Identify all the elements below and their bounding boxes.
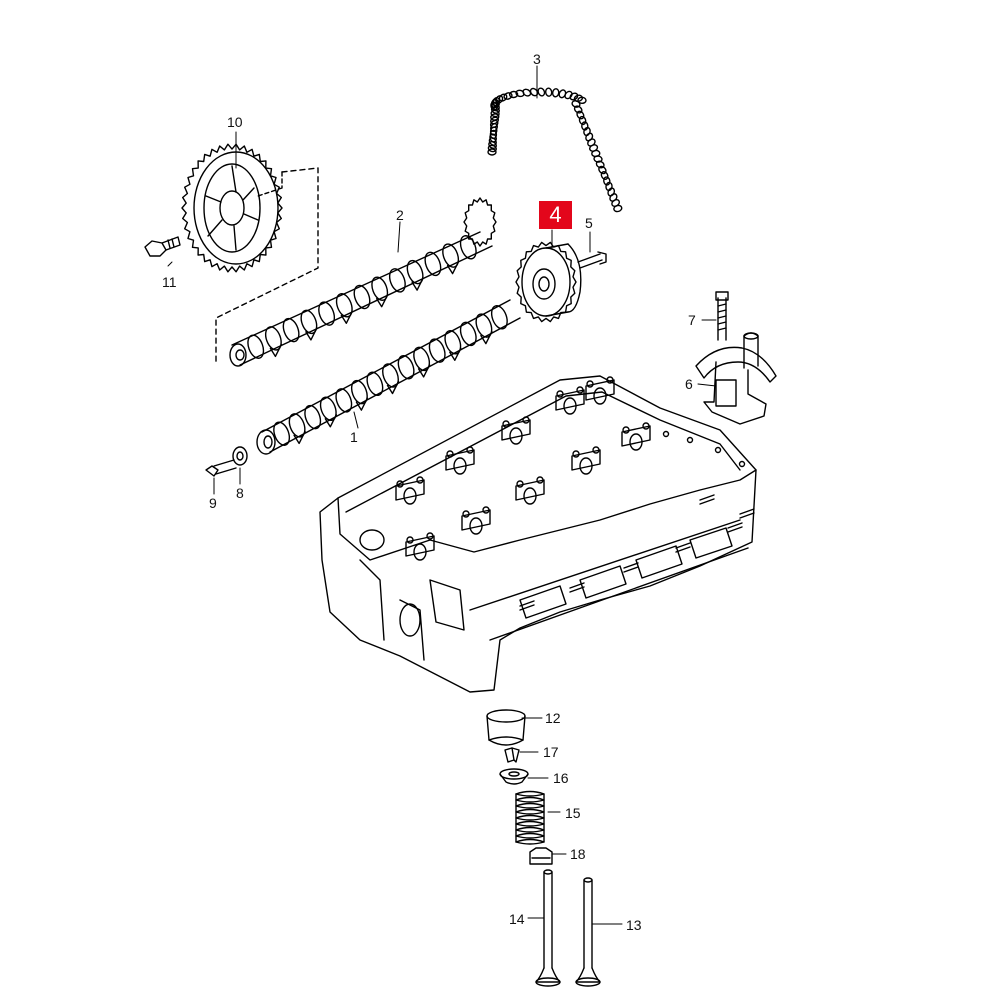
valve-13 — [575, 877, 601, 987]
camshaft-2 — [229, 231, 493, 367]
part-number-3: 3 — [533, 51, 541, 67]
chain-tensioner-6 — [695, 332, 777, 425]
bolt-9 — [205, 459, 237, 477]
part-number-2: 2 — [396, 207, 404, 223]
part-number-1: 1 — [350, 429, 358, 445]
part-number-8: 8 — [236, 485, 244, 501]
part-number-10: 10 — [227, 114, 243, 130]
part-number-13: 13 — [626, 917, 642, 933]
timing-chain — [487, 87, 623, 213]
part-number-14: 14 — [509, 911, 525, 927]
camshaft-sprocket-10 — [181, 143, 283, 273]
cylinder-head-bearing-caps — [395, 376, 755, 611]
bolt-7 — [715, 291, 729, 341]
valve-spring-retainer-16 — [499, 768, 529, 785]
valve-14 — [535, 869, 561, 987]
leader-lines — [167, 65, 717, 925]
valve-stem-seal-18 — [529, 847, 553, 865]
part-number-18: 18 — [570, 846, 586, 862]
camshaft-2-small-sprocket — [463, 197, 497, 247]
part-number-6: 6 — [685, 376, 693, 392]
cylinder-head — [319, 375, 757, 693]
bucket-tappet-12 — [486, 709, 526, 746]
camshaft-1 — [256, 299, 521, 455]
part-number-4-highlighted: 4 — [539, 201, 572, 229]
part-number-12: 12 — [545, 710, 561, 726]
part-number-5: 5 — [585, 215, 593, 231]
part-number-9: 9 — [209, 495, 217, 511]
bolt-5 — [577, 251, 607, 269]
part-number-16: 16 — [553, 770, 569, 786]
valve-spring-15 — [515, 790, 545, 845]
camshaft-bracket-dashed — [215, 167, 319, 363]
camshaft-adjuster-4 — [515, 241, 582, 323]
valve-keepers-17 — [504, 747, 520, 763]
washer-8 — [232, 446, 248, 466]
part-number-17: 17 — [543, 744, 559, 760]
part-number-15: 15 — [565, 805, 581, 821]
part-number-7: 7 — [688, 312, 696, 328]
part-number-11: 11 — [162, 274, 177, 290]
bolt-11 — [144, 236, 181, 257]
